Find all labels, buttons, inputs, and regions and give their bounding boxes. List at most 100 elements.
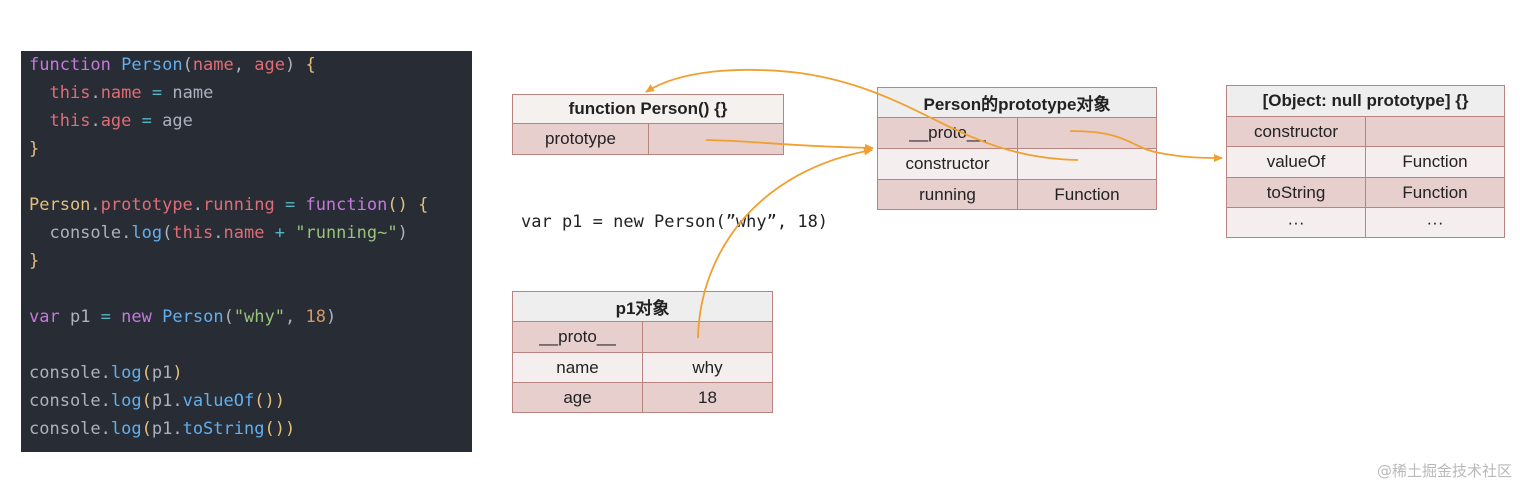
code-line: this.age = age bbox=[29, 107, 193, 135]
code-token: { bbox=[418, 195, 429, 215]
code-token: name bbox=[162, 83, 214, 103]
code-token: log bbox=[110, 363, 142, 383]
code-token: () bbox=[387, 195, 408, 215]
code-token: . bbox=[90, 111, 101, 131]
code-token bbox=[111, 307, 121, 327]
code-line: this.name = name bbox=[29, 79, 213, 107]
code-token: "running~" bbox=[295, 223, 398, 243]
code-token bbox=[295, 195, 305, 215]
code-token: console. bbox=[29, 391, 111, 411]
code-line: console.log(p1.toString()) bbox=[29, 415, 295, 443]
code-token: } bbox=[29, 251, 40, 271]
code-token: var bbox=[29, 307, 60, 327]
code-token bbox=[142, 83, 152, 103]
code-line: function Person(name, age) { bbox=[29, 51, 316, 79]
code-token: ( bbox=[223, 307, 234, 327]
prototype-key: prototype bbox=[512, 123, 649, 155]
p1-object-table: p1对象 __proto__ name why age 18 bbox=[512, 291, 773, 413]
code-token: new bbox=[121, 307, 152, 327]
code-panel: function Person(name, age) { this.name =… bbox=[21, 51, 472, 452]
code-token: p1. bbox=[151, 391, 183, 411]
code-token: ) bbox=[397, 223, 408, 243]
person-function-title: function Person() {} bbox=[511, 94, 785, 124]
code-token: age bbox=[100, 111, 132, 131]
code-token: name bbox=[100, 83, 142, 103]
code-line: } bbox=[29, 135, 39, 163]
null-constructor-value bbox=[1364, 116, 1506, 147]
null-prototype-title: [Object: null prototype] {} bbox=[1225, 85, 1506, 117]
code-token: + bbox=[274, 223, 285, 243]
code-token: p1. bbox=[151, 419, 183, 439]
p1-age-value: 18 bbox=[642, 382, 773, 413]
proto-value bbox=[1017, 117, 1157, 149]
code-token: toString bbox=[182, 419, 265, 439]
running-key: running bbox=[877, 179, 1018, 210]
p1-proto-key: __proto__ bbox=[512, 321, 643, 353]
code-token: log bbox=[110, 419, 142, 439]
code-token: Person bbox=[162, 307, 224, 327]
code-token bbox=[111, 55, 121, 75]
code-token: { bbox=[305, 55, 316, 75]
code-token: p1 bbox=[59, 307, 101, 327]
code-token: ( bbox=[141, 391, 152, 411]
code-token: ( bbox=[141, 363, 152, 383]
code-token: log bbox=[131, 223, 163, 243]
code-token: = bbox=[100, 307, 111, 327]
p1-name-key: name bbox=[512, 352, 643, 383]
p1-object-title: p1对象 bbox=[512, 291, 773, 322]
code-token: console. bbox=[29, 419, 111, 439]
code-token: console. bbox=[29, 223, 132, 243]
code-token: age bbox=[151, 111, 193, 131]
code-token: this bbox=[49, 111, 91, 131]
p1-age-key: age bbox=[512, 382, 643, 413]
code-token: log bbox=[110, 391, 142, 411]
code-token: . bbox=[192, 195, 204, 215]
code-token: 18 bbox=[305, 307, 326, 327]
code-token: = bbox=[284, 195, 296, 215]
code-token: valueOf bbox=[182, 391, 255, 411]
prototype-value bbox=[647, 123, 785, 155]
code-token: ) bbox=[325, 307, 337, 327]
code-line: console.log(this.name + "running~") bbox=[29, 219, 408, 247]
code-token: ) bbox=[284, 55, 306, 75]
code-token: , bbox=[285, 307, 306, 327]
code-token bbox=[408, 195, 418, 215]
code-token: ) bbox=[274, 391, 285, 411]
code-line: var p1 = new Person("why", 18) bbox=[29, 303, 336, 331]
diagram-code-text: var p1 = new Person(”why”, 18) bbox=[521, 212, 829, 232]
code-token: = bbox=[151, 83, 163, 103]
code-line: console.log(p1.valueOf()) bbox=[29, 387, 285, 415]
null-constructor-key: constructor bbox=[1226, 116, 1366, 147]
code-token: prototype bbox=[100, 195, 193, 215]
code-token: ) bbox=[284, 419, 296, 439]
code-token: () bbox=[264, 419, 285, 439]
code-token: "why" bbox=[233, 307, 285, 327]
code-token: = bbox=[141, 111, 152, 131]
code-token: ( bbox=[141, 419, 152, 439]
null-prototype-table: [Object: null prototype] {} constructor … bbox=[1225, 85, 1506, 238]
code-token: p1 bbox=[151, 363, 173, 383]
code-token: age bbox=[254, 55, 285, 75]
person-function-table: function Person() {} prototype bbox=[511, 94, 785, 155]
constructor-key: constructor bbox=[877, 148, 1018, 180]
proto-key: __proto__ bbox=[877, 117, 1018, 149]
ellipsis-key: ··· bbox=[1226, 207, 1366, 238]
constructor-value bbox=[1017, 148, 1157, 180]
person-prototype-title: Person的prototype对象 bbox=[877, 87, 1157, 118]
code-line: console.log(p1) bbox=[29, 359, 183, 387]
tostring-key: toString bbox=[1226, 177, 1366, 208]
code-token: console. bbox=[29, 363, 111, 383]
code-token: . bbox=[90, 195, 101, 215]
code-token: ( bbox=[182, 55, 193, 75]
code-line: } bbox=[29, 247, 39, 275]
code-token: ( bbox=[162, 223, 173, 243]
code-token bbox=[285, 223, 295, 243]
code-token: this bbox=[172, 223, 214, 243]
running-value: Function bbox=[1017, 179, 1157, 210]
code-line: Person.prototype.running = function() { bbox=[29, 191, 428, 219]
valueof-key: valueOf bbox=[1226, 146, 1366, 178]
code-token: running bbox=[203, 195, 275, 215]
valueof-value: Function bbox=[1364, 146, 1506, 178]
code-token bbox=[29, 111, 49, 131]
code-token: Person bbox=[29, 195, 91, 215]
